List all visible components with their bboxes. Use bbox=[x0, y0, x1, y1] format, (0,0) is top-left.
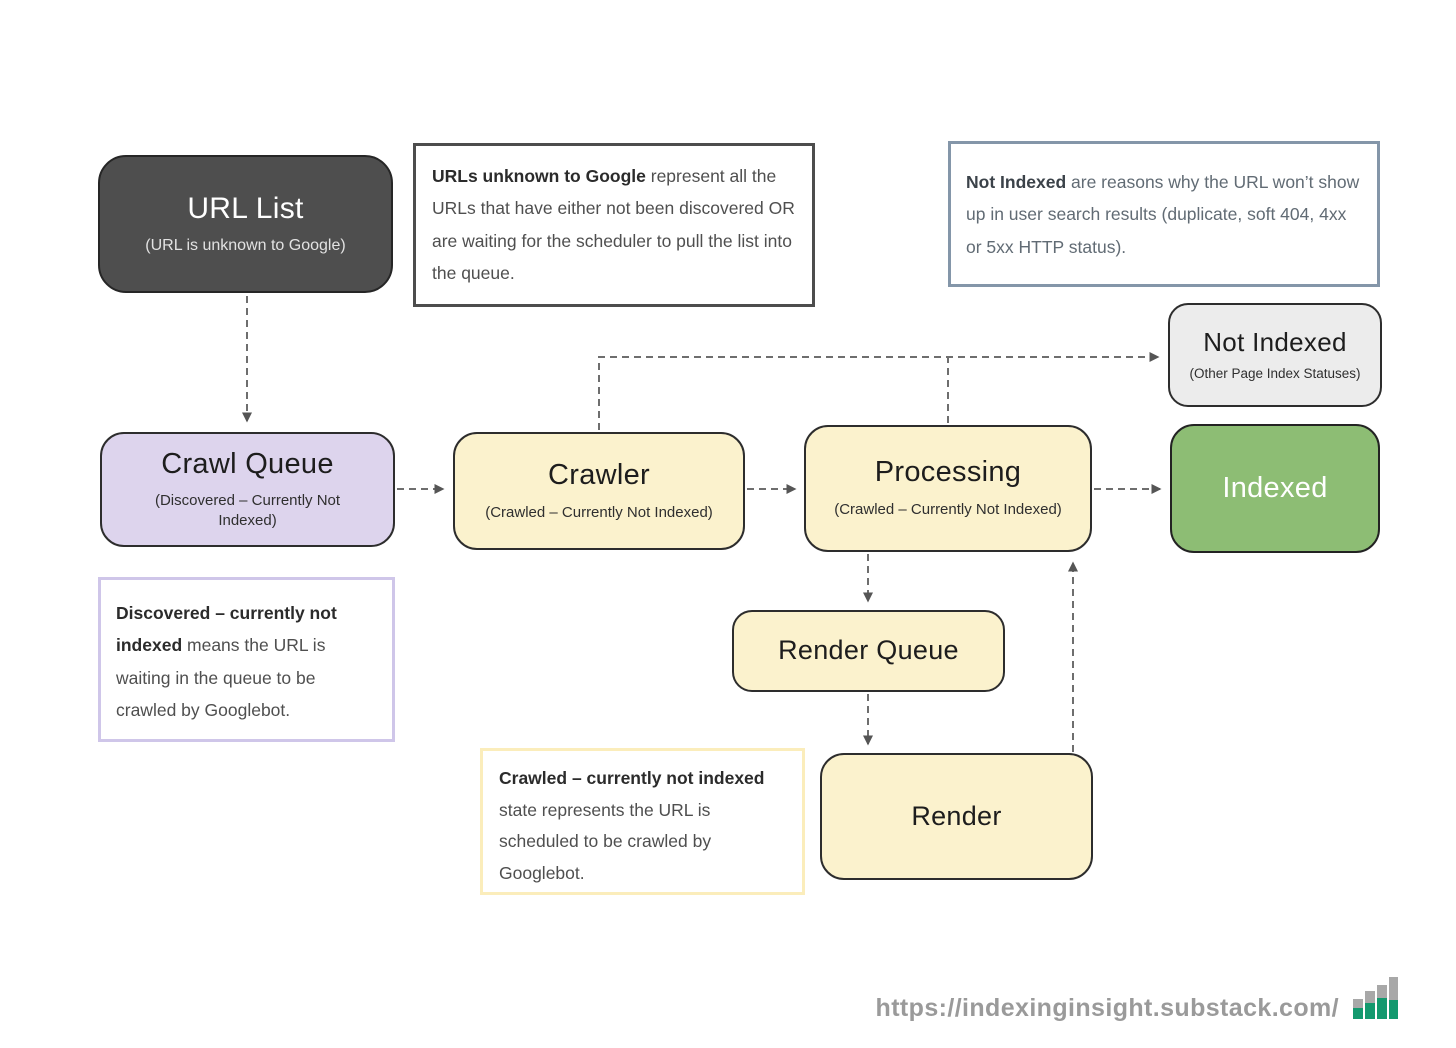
note-rest: represent all the URLs that have either … bbox=[432, 166, 795, 284]
node-title: Not Indexed bbox=[1203, 326, 1347, 357]
node-url-list: URL List (URL is unknown to Google) bbox=[98, 155, 393, 293]
node-crawl-queue: Crawl Queue (Discovered – Currently Not … bbox=[100, 432, 395, 547]
note-discovered: Discovered – currently not indexed means… bbox=[98, 577, 395, 742]
node-processing: Processing (Crawled – Currently Not Inde… bbox=[804, 425, 1092, 552]
node-render: Render bbox=[820, 753, 1093, 880]
note-lead: Crawled – currently not indexed bbox=[499, 768, 765, 788]
footer-url: https://indexinginsight.substack.com/ bbox=[875, 994, 1339, 1022]
note-rest: state represents the URL is scheduled to… bbox=[499, 799, 712, 883]
note-lead: URLs unknown to Google bbox=[432, 166, 646, 186]
node-title: Indexed bbox=[1222, 471, 1328, 504]
node-title: Crawl Queue bbox=[161, 447, 334, 480]
arrow-crawler-to-not-indexed bbox=[598, 352, 1160, 430]
note-lead: Discovered – currently not indexed bbox=[116, 603, 337, 656]
node-title: Crawler bbox=[548, 458, 650, 491]
node-subtitle: (Crawled – Currently Not Indexed) bbox=[485, 503, 713, 521]
node-subtitle: (Discovered – Currently Not Indexed) bbox=[154, 492, 341, 529]
node-title: Render bbox=[911, 800, 1002, 831]
node-crawler: Crawler (Crawled – Currently Not Indexed… bbox=[453, 432, 745, 550]
node-subtitle: (Crawled – Currently Not Indexed) bbox=[834, 501, 1062, 519]
node-title: Processing bbox=[874, 456, 1022, 489]
footer: https://indexinginsight.substack.com/ bbox=[875, 975, 1399, 1026]
node-subtitle: (Other Page Index Statuses) bbox=[1189, 365, 1361, 381]
node-title: Render Queue bbox=[778, 635, 959, 666]
bar-chart-icon bbox=[1352, 975, 1399, 1026]
node-indexed: Indexed bbox=[1170, 424, 1380, 553]
note-rest: means the URL is waiting in the queue to… bbox=[116, 635, 326, 721]
note-lead: Not Indexed bbox=[966, 172, 1067, 192]
node-not-indexed: Not Indexed (Other Page Index Statuses) bbox=[1168, 303, 1382, 407]
note-rest: are reasons why the URL won’t show up in… bbox=[966, 172, 1360, 257]
node-title: URL List bbox=[187, 191, 304, 225]
note-not-indexed-reasons: Not Indexed are reasons why the URL won’… bbox=[948, 141, 1380, 287]
node-render-queue: Render Queue bbox=[732, 610, 1005, 692]
note-urls-unknown: URLs unknown to Google represent all the… bbox=[413, 143, 815, 307]
note-crawled: Crawled – currently not indexed state re… bbox=[480, 748, 805, 895]
node-subtitle: (URL is unknown to Google) bbox=[145, 236, 346, 254]
